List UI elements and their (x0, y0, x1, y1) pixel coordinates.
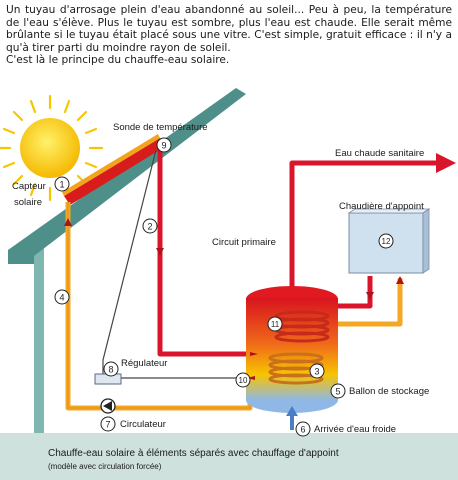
marker-4: 4 (54, 289, 70, 305)
intro-text: Un tuyau d'arrosage plein d'eau abandonn… (6, 4, 452, 67)
svg-text:6: 6 (300, 425, 305, 435)
svg-text:12: 12 (382, 237, 391, 246)
marker-11: 11 (267, 316, 283, 332)
svg-text:7: 7 (105, 420, 110, 430)
caption-band (0, 433, 458, 480)
svg-text:3: 3 (314, 367, 319, 377)
svg-text:1: 1 (59, 180, 64, 190)
solar-collector (64, 138, 166, 205)
marker-2: 2 (142, 218, 158, 234)
flow-arrows (64, 218, 404, 380)
svg-text:5: 5 (335, 387, 340, 397)
marker-8: 8 (103, 361, 119, 377)
label-ballon: Ballon de stockage (349, 386, 429, 397)
sensor-wire (102, 149, 157, 374)
svg-text:9: 9 (161, 141, 166, 151)
storage-tank (246, 286, 338, 413)
marker-7: 7 (100, 416, 116, 432)
svg-text:8: 8 (108, 365, 113, 375)
marker-10: 10 (235, 372, 251, 388)
label-sonde: Sonde de température (113, 122, 208, 133)
sanitary-hot-pipe (289, 153, 456, 291)
marker-12: 12 (378, 233, 394, 249)
marker-3: 3 (309, 363, 325, 379)
marker-9: 9 (156, 137, 172, 153)
label-circulateur: Circulateur (120, 419, 166, 430)
label-capteur-line2: solaire (14, 197, 42, 208)
marker-6: 6 (295, 421, 311, 437)
cold-water-inlet (286, 406, 298, 430)
hot-primary-pipe (157, 142, 278, 357)
label-eau-chaude: Eau chaude sanitaire (335, 148, 424, 159)
label-regulateur: Régulateur (121, 358, 167, 369)
svg-text:11: 11 (271, 320, 280, 329)
solar-collector-glass (62, 134, 160, 196)
label-arrivee-eau: Arrivée d'eau froide (314, 424, 396, 435)
circulator-pump-icon (100, 398, 116, 414)
caption-title: Chauffe-eau solaire à éléments séparés a… (48, 448, 339, 459)
intro-paragraph: Un tuyau d'arrosage plein d'eau abandonn… (6, 4, 452, 54)
svg-text:4: 4 (59, 293, 64, 303)
marker-1: 1 (54, 176, 70, 192)
boiler-return-pipe (328, 278, 403, 327)
label-chaudiere: Chaudière d'appoint (339, 201, 424, 212)
label-capteur-line1: Capteur (12, 181, 46, 192)
intro-conclusion: C'est là le principe du chauffe-eau sola… (6, 54, 230, 67)
label-circuit-primaire: Circuit primaire (212, 237, 276, 248)
house-wall (34, 243, 44, 433)
marker-5: 5 (330, 383, 346, 399)
caption-subtitle: (modèle avec circulation forcée) (48, 462, 162, 471)
svg-text:2: 2 (147, 222, 152, 232)
svg-text:10: 10 (239, 376, 248, 385)
solar-water-heater-diagram: 1 2 3 4 5 6 7 8 9 10 11 12 Capteur solai… (0, 88, 458, 480)
